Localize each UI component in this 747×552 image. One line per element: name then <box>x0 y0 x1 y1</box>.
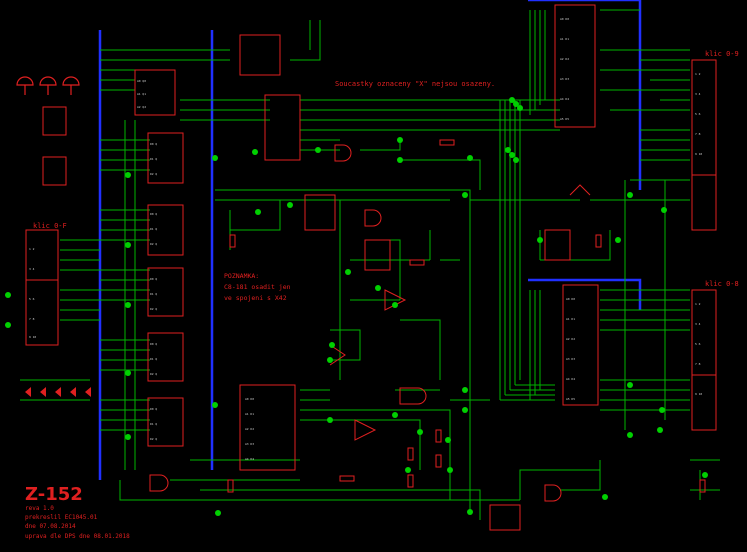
pin-labels: A0 Q0 A1 Q1 A2 Q2 D0 Q D1 Q D2 Q D0 Q D1 Q D2 … <box>29 17 702 461</box>
svg-text:A2 D2: A2 D2 <box>245 427 254 431</box>
svg-text:5 6: 5 6 <box>29 297 35 301</box>
svg-text:A1 D1: A1 D1 <box>560 37 569 41</box>
title-block-title: Z-152 <box>25 484 83 505</box>
svg-text:9 10: 9 10 <box>29 335 36 339</box>
svg-text:A4 D4: A4 D4 <box>560 97 569 101</box>
svg-text:D0 Q: D0 Q <box>150 277 157 281</box>
svg-text:A1 D1: A1 D1 <box>566 317 575 321</box>
svg-text:A1 Q1: A1 Q1 <box>137 92 146 96</box>
wire-net <box>20 9 720 520</box>
svg-text:9 10: 9 10 <box>695 152 702 156</box>
connector-right-bottom-label: klic 0-8 <box>705 280 739 288</box>
note-line-3: ve spojeni s X42 <box>224 294 287 302</box>
svg-text:3 4: 3 4 <box>695 322 701 326</box>
connector-left <box>25 229 59 346</box>
svg-text:A2 D2: A2 D2 <box>560 57 569 61</box>
header-note: Soucastky oznaceny "X" nejsou osazeny. <box>335 80 495 88</box>
svg-text:A2 D2: A2 D2 <box>566 337 575 341</box>
svg-text:D2 Q: D2 Q <box>150 372 157 376</box>
connector-right-top-label: klic 0-9 <box>705 50 739 58</box>
led-bank <box>25 387 91 397</box>
svg-text:D2 Q: D2 Q <box>150 172 157 176</box>
svg-text:A0 D0: A0 D0 <box>245 397 254 401</box>
junction-dots <box>5 97 708 516</box>
svg-text:3 4: 3 4 <box>695 92 701 96</box>
transistors <box>16 76 80 95</box>
svg-text:D0 Q: D0 Q <box>150 342 157 346</box>
title-block-revision: reva 1.0 <box>25 505 54 512</box>
svg-text:D1 Q: D1 Q <box>150 157 157 161</box>
title-block-date: dne 07.08.2014 <box>25 523 76 530</box>
svg-text:D2 Q: D2 Q <box>150 242 157 246</box>
connector-right-top <box>691 59 717 231</box>
svg-text:7 8: 7 8 <box>695 132 701 136</box>
connector-right-bottom <box>691 289 717 431</box>
svg-text:D1 Q: D1 Q <box>150 422 157 426</box>
svg-text:A4 D4: A4 D4 <box>245 457 254 461</box>
svg-text:7 8: 7 8 <box>695 362 701 366</box>
svg-text:A3 D3: A3 D3 <box>560 77 569 81</box>
svg-text:A0 D0: A0 D0 <box>560 17 569 21</box>
svg-text:D0 Q: D0 Q <box>150 212 157 216</box>
svg-text:3 4: 3 4 <box>29 267 35 271</box>
svg-text:A0 Q0: A0 Q0 <box>137 79 146 83</box>
passive-parts <box>227 139 706 493</box>
svg-text:A4 D4: A4 D4 <box>566 377 575 381</box>
title-block-update: uprava dle DPS dne 08.01.2018 <box>25 533 130 540</box>
svg-text:A5 D5: A5 D5 <box>566 397 575 401</box>
svg-text:1 2: 1 2 <box>695 302 701 306</box>
connector-left-label: klic 0-F <box>33 222 67 230</box>
svg-text:7 8: 7 8 <box>29 317 35 321</box>
title-block-drawn-by: prekreslil EC1045.01 <box>25 514 98 521</box>
logic-gates <box>149 144 591 502</box>
svg-text:A2 Q2: A2 Q2 <box>137 105 146 109</box>
svg-text:D1 Q: D1 Q <box>150 357 157 361</box>
svg-text:D0 Q: D0 Q <box>150 142 157 146</box>
svg-text:A5 D5: A5 D5 <box>560 117 569 121</box>
svg-text:1 2: 1 2 <box>695 72 701 76</box>
svg-text:D0 Q: D0 Q <box>150 407 157 411</box>
svg-text:5 6: 5 6 <box>695 112 701 116</box>
ic-components <box>42 4 599 531</box>
svg-text:D2 Q: D2 Q <box>150 437 157 441</box>
svg-text:1 2: 1 2 <box>29 247 35 251</box>
svg-text:A0 D0: A0 D0 <box>566 297 575 301</box>
svg-text:D1 Q: D1 Q <box>150 292 157 296</box>
svg-text:9 10: 9 10 <box>695 392 702 396</box>
svg-text:D1 Q: D1 Q <box>150 227 157 231</box>
svg-text:A1 D1: A1 D1 <box>245 412 254 416</box>
note-line-1: POZNAMKA: <box>224 272 259 280</box>
svg-text:A3 D3: A3 D3 <box>245 442 254 446</box>
svg-text:A3 D3: A3 D3 <box>566 357 575 361</box>
svg-text:D2 Q: D2 Q <box>150 307 157 311</box>
svg-text:5 6: 5 6 <box>695 342 701 346</box>
note-line-2: C8-181 osadit jen <box>224 283 291 291</box>
